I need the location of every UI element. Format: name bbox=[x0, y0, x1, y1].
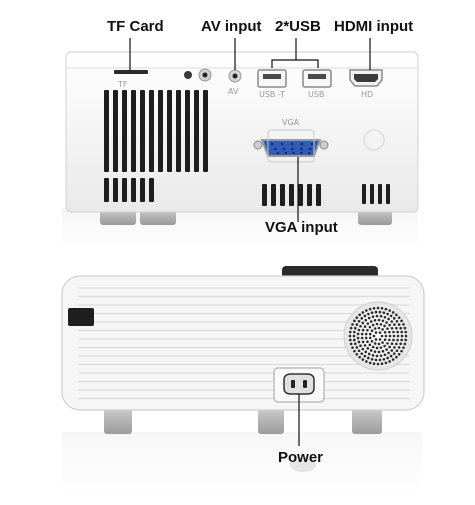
callout-tf-card: TF Card bbox=[107, 18, 164, 35]
port-label-usb: USB bbox=[308, 90, 325, 99]
side-vent bbox=[104, 90, 208, 172]
foot bbox=[104, 404, 132, 434]
callout-power: Power bbox=[278, 449, 324, 466]
port-label-tf: TF bbox=[118, 80, 128, 89]
foot bbox=[258, 404, 284, 434]
port-label-vga: VGA bbox=[282, 118, 300, 127]
status-window bbox=[68, 308, 94, 326]
headphone-icon bbox=[184, 71, 192, 79]
vga-port bbox=[260, 139, 322, 157]
rear-panel-view bbox=[62, 51, 419, 250]
callout-hdmi-input: HDMI input bbox=[334, 18, 414, 35]
port-label-hd: HD bbox=[361, 90, 374, 99]
tf-card-slot bbox=[114, 70, 148, 74]
callout-lines-top bbox=[129, 38, 371, 222]
ir-sensor bbox=[363, 129, 385, 151]
side-view bbox=[61, 266, 425, 492]
bottom-vent bbox=[104, 178, 390, 206]
foot bbox=[352, 404, 382, 434]
callout-usb: 2*USB bbox=[275, 18, 321, 35]
callout-vga-input: VGA input bbox=[265, 219, 338, 236]
callout-av-input: AV input bbox=[201, 18, 262, 35]
casing-side bbox=[61, 275, 425, 411]
port-label-av: AV bbox=[228, 87, 239, 96]
port-label-usb-t: USB -T bbox=[259, 90, 286, 99]
